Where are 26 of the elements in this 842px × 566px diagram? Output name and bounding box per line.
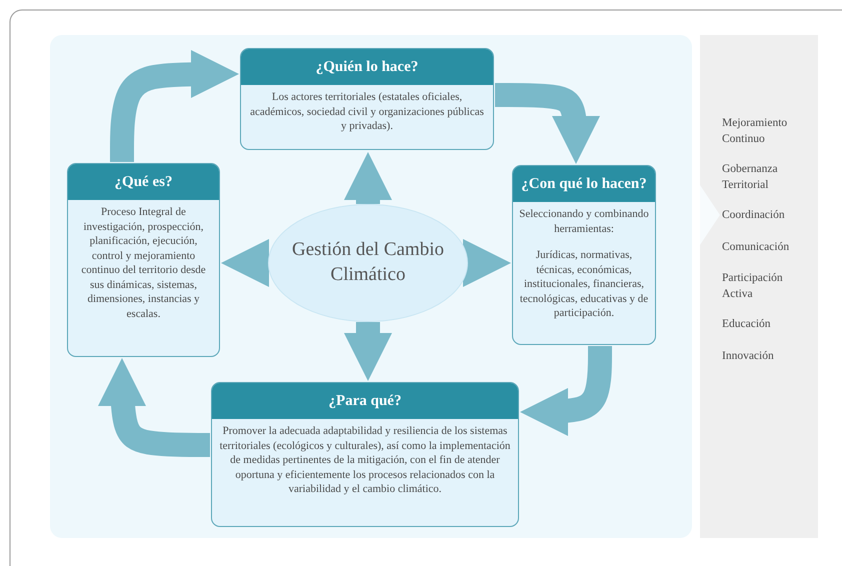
- card-heading: ¿Con qué lo hacen?: [513, 166, 655, 202]
- value-label: Gobernanza Territorial: [722, 162, 779, 193]
- card-heading: ¿Quién lo hace?: [241, 49, 493, 85]
- value-label: Educación: [722, 317, 772, 332]
- block-arrow: [221, 239, 269, 287]
- card-text: Proceso Integral de investigación, prospección, planificación, ejecución, control y mejoramiento continuo del territorio desde sus dinámicas, sistemas, dimensiones, instancias y escalas.: [80, 205, 207, 322]
- value-label: Participación Activa: [722, 271, 784, 302]
- info-card: [512, 165, 656, 345]
- card-text: Jurídicas, normativas, técnicas, económicas, institucionales, financieras, tecnológicas, educativas y de participación.: [518, 248, 650, 321]
- block-arrow: [344, 322, 392, 381]
- value-label: Mejoramiento Continuo: [722, 116, 788, 147]
- block-arrow: [344, 152, 392, 204]
- value-label: Comunicación: [722, 240, 790, 255]
- center-title: Gestión del Cambio Climático: [291, 238, 445, 287]
- value-label: Innovación: [722, 349, 775, 364]
- info-card: [211, 382, 519, 527]
- card-text: Promover la adecuada adaptabilidad y resiliencia de los sistemas territoriales (ecológicos y culturales), así como la implementación de medidas pertinentes de la mitigación, con el fin de atender oportuna y eficientemente los procesos relacionados con la variabilidad y el cambio climático.: [218, 424, 512, 497]
- block-arrow: [494, 83, 600, 166]
- card-text: Seleccionando y combinando herramientas:: [518, 207, 650, 236]
- info-card: [240, 48, 494, 150]
- card-text: Los actores territoriales (estatales oficiales, académicos, sociedad civil y organizaciones públicas y privadas).: [249, 90, 485, 134]
- info-card: [67, 163, 220, 357]
- card-heading: ¿Qué es?: [68, 164, 219, 200]
- card-heading: ¿Para qué?: [212, 383, 518, 419]
- block-arrow: [463, 239, 511, 287]
- value-label: Coordinación: [722, 208, 786, 223]
